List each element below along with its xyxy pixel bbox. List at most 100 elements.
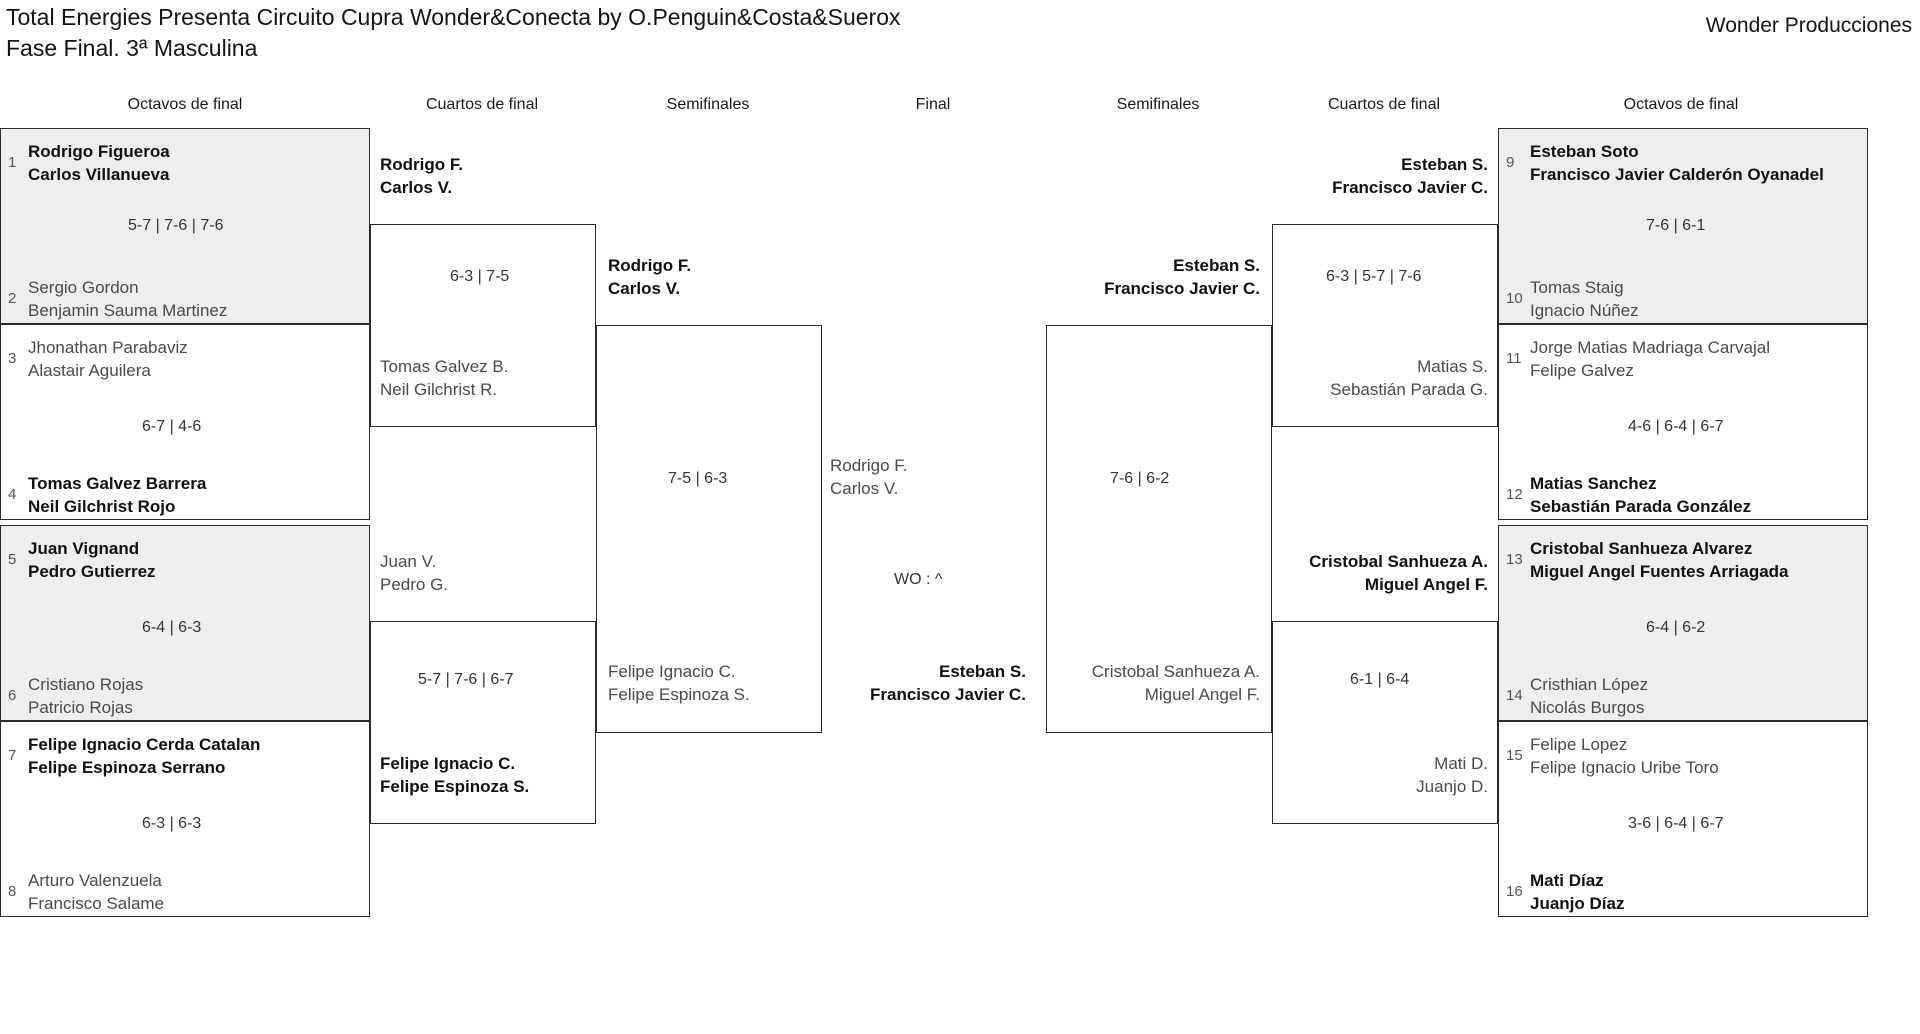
- player-name: Sergio Gordon: [28, 278, 139, 297]
- score-left-sf: 7-5 | 6-3: [668, 470, 728, 487]
- player-name: Esteban S.: [1173, 256, 1260, 275]
- player-name: Felipe Lopez: [1530, 735, 1628, 754]
- seed-number-4: 4: [8, 486, 17, 503]
- player-name: Felipe Ignacio C.: [608, 662, 736, 681]
- player-name: Rodrigo F.: [608, 256, 692, 275]
- seed-number-16: 16: [1506, 883, 1523, 900]
- match-box-left-r16-1[interactable]: [0, 128, 370, 324]
- seed-number-3: 3: [8, 350, 17, 367]
- score-left-r16-3: 6-4 | 6-3: [142, 619, 202, 636]
- match-box-left-r16-3[interactable]: [0, 525, 370, 721]
- score-right-r16-4: 3-6 | 6-4 | 6-7: [1628, 815, 1724, 832]
- player-name: Juan Vignand: [28, 539, 140, 558]
- team-right-r16-4-top: Felipe Lopez Felipe Ignacio Uribe Toro: [1530, 733, 1719, 779]
- player-name: Tomas Galvez Barrera: [28, 474, 207, 493]
- player-name: Mati D.: [1434, 754, 1488, 773]
- match-box-right-qf-1[interactable]: [1272, 224, 1498, 427]
- team-right-r16-2-top: Jorge Matias Madriaga Carvajal Felipe Ga…: [1530, 336, 1770, 382]
- score-left-r16-2: 6-7 | 4-6: [142, 418, 202, 435]
- player-name: Rodrigo F.: [830, 456, 908, 475]
- match-box-left-qf-2[interactable]: [370, 621, 596, 824]
- team-left-r16-3-top: Juan Vignand Pedro Gutierrez: [28, 537, 156, 583]
- match-box-right-r16-3[interactable]: [1498, 525, 1868, 721]
- player-name: Juanjo D.: [1416, 777, 1488, 796]
- player-name: Nicolás Burgos: [1530, 698, 1645, 717]
- seed-number-2: 2: [8, 290, 17, 307]
- player-name: Felipe Galvez: [1530, 361, 1634, 380]
- team-right-r16-3-top: Cristobal Sanhueza Alvarez Miguel Angel …: [1530, 537, 1789, 583]
- player-name: Felipe Ignacio Uribe Toro: [1530, 758, 1719, 777]
- seed-number-7: 7: [8, 747, 17, 764]
- player-name: Jhonathan Parabaviz: [28, 338, 188, 357]
- player-name: Cristiano Rojas: [28, 675, 144, 694]
- team-right-qf-2-bottom: Mati D. Juanjo D.: [1262, 752, 1488, 798]
- seed-number-12: 12: [1506, 486, 1523, 503]
- round-label-left-r16: Octavos de final: [127, 96, 243, 113]
- player-name: Neil Gilchrist R.: [380, 380, 498, 399]
- match-box-right-r16-1[interactable]: [1498, 128, 1868, 324]
- score-left-qf-2: 5-7 | 7-6 | 6-7: [418, 671, 514, 688]
- player-name: Francisco Javier C.: [870, 685, 1026, 704]
- seed-number-11: 11: [1506, 350, 1522, 367]
- match-box-left-sf-1[interactable]: [596, 325, 822, 733]
- player-name: Alastair Aguilera: [28, 361, 151, 380]
- match-box-left-qf-1[interactable]: [370, 224, 596, 427]
- player-name: Cristhian López: [1530, 675, 1649, 694]
- player-name: Neil Gilchrist Rojo: [28, 497, 176, 516]
- team-right-r16-2-bottom: Matias Sanchez Sebastián Parada González: [1530, 472, 1751, 518]
- score-right-r16-2: 4-6 | 6-4 | 6-7: [1628, 418, 1724, 435]
- player-name: Tomas Staig: [1530, 278, 1624, 297]
- round-label-right-qf: Cuartos de final: [1327, 96, 1441, 113]
- team-final-bottom: Esteban S. Francisco Javier C.: [870, 660, 1026, 706]
- team-right-sf-top: Esteban S. Francisco Javier C.: [1034, 254, 1260, 300]
- player-name: Cristobal Sanhueza A.: [1091, 662, 1260, 681]
- seed-number-14: 14: [1506, 687, 1523, 704]
- player-name: Carlos V.: [608, 279, 681, 298]
- team-left-r16-1-top: Rodrigo Figueroa Carlos Villanueva: [28, 140, 170, 186]
- player-name: Felipe Ignacio C.: [380, 754, 516, 773]
- seed-number-15: 15: [1506, 747, 1523, 764]
- page-header: Total Energies Presenta Circuito Cupra W…: [0, 0, 1920, 68]
- team-right-r16-1-bottom: Tomas Staig Ignacio Núñez: [1530, 276, 1639, 322]
- player-name: Jorge Matias Madriaga Carvajal: [1530, 338, 1770, 357]
- team-left-qf-2-top: Juan V. Pedro G.: [380, 550, 448, 596]
- score-right-qf-2: 6-1 | 6-4: [1350, 671, 1410, 688]
- team-right-r16-4-bottom: Mati Díaz Juanjo Díaz: [1530, 869, 1624, 915]
- player-name: Felipe Ignacio Cerda Catalan: [28, 735, 261, 754]
- score-final: WO : ^: [894, 571, 943, 588]
- match-box-left-r16-2[interactable]: [0, 324, 370, 520]
- team-left-r16-4-bottom: Arturo Valenzuela Francisco Salame: [28, 869, 164, 915]
- team-right-r16-3-bottom: Cristhian López Nicolás Burgos: [1530, 673, 1648, 719]
- team-left-r16-2-bottom: Tomas Galvez Barrera Neil Gilchrist Rojo: [28, 472, 206, 518]
- match-box-right-r16-4[interactable]: [1498, 721, 1868, 917]
- team-left-r16-1-bottom: Sergio Gordon Benjamin Sauma Martinez: [28, 276, 227, 322]
- team-right-qf-1-bottom: Matias S. Sebastián Parada G.: [1262, 355, 1488, 401]
- seed-number-5: 5: [8, 551, 17, 568]
- score-left-qf-1: 6-3 | 7-5: [450, 268, 510, 285]
- match-box-right-qf-2[interactable]: [1272, 621, 1498, 824]
- player-name: Francisco Salame: [28, 894, 165, 913]
- match-box-left-r16-4[interactable]: [0, 721, 370, 917]
- player-name: Ignacio Núñez: [1530, 301, 1639, 320]
- score-right-sf: 7-6 | 6-2: [1110, 470, 1170, 487]
- player-name: Miguel Angel Fuentes Arriagada: [1530, 562, 1789, 581]
- player-name: Esteban Soto: [1530, 142, 1639, 161]
- tournament-title: Total Energies Presenta Circuito Cupra W…: [6, 2, 901, 64]
- producer-brand-label: Wonder Producciones: [1705, 14, 1912, 37]
- player-name: Mati Díaz: [1530, 871, 1604, 890]
- round-label-left-qf: Cuartos de final: [425, 96, 539, 113]
- score-right-r16-1: 7-6 | 6-1: [1646, 217, 1706, 234]
- player-name: Sebastián Parada G.: [1330, 380, 1488, 399]
- player-name: Tomas Galvez B.: [380, 357, 509, 376]
- player-name: Cristobal Sanhueza Alvarez: [1530, 539, 1753, 558]
- player-name: Sebastián Parada González: [1530, 497, 1752, 516]
- player-name: Francisco Javier Calderón Oyanadel: [1530, 165, 1824, 184]
- match-box-right-sf-1[interactable]: [1046, 325, 1272, 733]
- team-left-sf-top: Rodrigo F. Carlos V.: [608, 254, 691, 300]
- team-final-top: Rodrigo F. Carlos V.: [830, 454, 907, 500]
- player-name: Carlos V.: [830, 479, 899, 498]
- match-box-right-r16-2[interactable]: [1498, 324, 1868, 520]
- player-name: Miguel Angel F.: [1144, 685, 1260, 704]
- player-name: Benjamin Sauma Martinez: [28, 301, 228, 320]
- team-left-r16-4-top: Felipe Ignacio Cerda Catalan Felipe Espi…: [28, 733, 260, 779]
